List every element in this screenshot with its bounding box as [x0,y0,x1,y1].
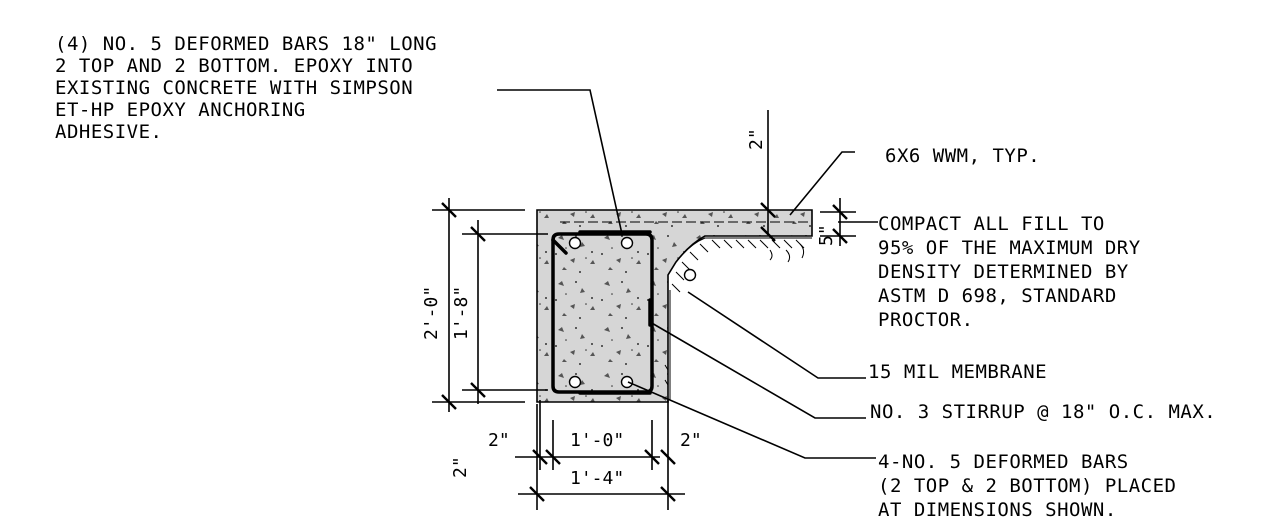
rebar-top-right [620,236,634,250]
membrane-leader [687,291,866,379]
bars-note-line-1: 4-NO. 5 DEFORMED BARS [878,451,1129,473]
rebar-slab [683,268,697,282]
compacted-fill-hatch [671,237,812,293]
membrane-hatch [664,364,669,386]
wwm-note: 6X6 WWM, TYP. [885,145,1040,167]
dim-overall-width: 1'-4" [570,468,624,489]
compact-note-line-3: DENSITY DETERMINED BY [878,261,1129,283]
bars-leader [627,381,876,459]
stirrup-leader [649,321,866,419]
compact-note-line-5: PROCTOR. [878,309,974,331]
compact-note-line-4: ASTM D 698, STANDARD [878,285,1117,307]
epoxy-note-line-3: EXISTING CONCRETE WITH SIMPSON [55,77,413,99]
dim-bottom-cover: 2" [450,456,471,478]
dim-slab-thickness: 5" [816,224,837,246]
compact-note-line-2: 95% OF THE MAXIMUM DRY [878,237,1141,259]
epoxy-note: (4) NO. 5 DEFORMED BARS 18" LONG 2 TOP A… [55,33,437,143]
membrane-note: 15 MIL MEMBRANE [868,361,1047,383]
epoxy-leader [497,89,623,235]
dim-right-cover: 2" [680,430,702,451]
dim-inner-height: 1'-8" [451,286,472,340]
rebar-top-left [568,236,582,250]
dim-inner-width: 1'-0" [570,430,624,451]
rebar-bottom-left [568,375,582,389]
epoxy-note-line-4: ET-HP EPOXY ANCHORING [55,99,306,121]
compact-fill-note: COMPACT ALL FILL TO 95% OF THE MAXIMUM D… [878,213,1141,331]
rebar-bottom-right [620,375,634,389]
bars-note-line-2: (2 TOP & 2 BOTTOM) PLACED [878,475,1176,497]
compact-note-line-1: COMPACT ALL FILL TO [878,213,1105,235]
dim-slab-cover: 2" [746,128,767,150]
stirrup [551,232,654,394]
footing-section [536,209,813,403]
dimension-lines [432,110,856,510]
dim-overall-height: 2'-0" [421,286,442,340]
stirrup-hook [551,238,568,255]
epoxy-note-line-5: ADHESIVE. [55,121,162,143]
dimension-ticks [441,202,848,502]
epoxy-note-line-1: (4) NO. 5 DEFORMED BARS 18" LONG [55,33,437,55]
leader-lines [497,89,878,459]
epoxy-note-line-2: 2 TOP AND 2 BOTTOM. EPOXY INTO [55,55,413,77]
dim-left-cover: 2" [488,430,510,451]
stirrup-note: NO. 3 STIRRUP @ 18" O.C. MAX. [870,401,1216,423]
bars-note: 4-NO. 5 DEFORMED BARS (2 TOP & 2 BOTTOM)… [878,451,1176,521]
bars-note-line-3: AT DIMENSIONS SHOWN. [878,499,1117,521]
wwm-leader [789,151,855,216]
